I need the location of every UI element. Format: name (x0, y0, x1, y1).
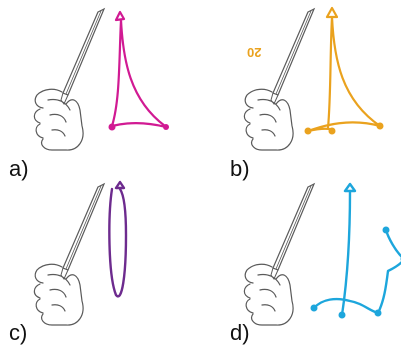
control-point (328, 127, 336, 135)
control-point (374, 309, 382, 317)
control-point (376, 122, 384, 130)
stroke-b (306, 6, 382, 133)
control-point (338, 311, 346, 319)
panel-label-a: a) (9, 156, 29, 181)
panel-label-c: c) (9, 320, 28, 345)
stroke-d (312, 182, 401, 317)
control-point (310, 304, 318, 312)
panel-d (243, 182, 401, 326)
control-point (163, 124, 169, 130)
panel-b (243, 6, 384, 151)
panel-label-b: b) (230, 156, 250, 181)
stroke-c (108, 180, 128, 298)
control-point (382, 226, 390, 234)
rotated-annotation: 20 (247, 45, 262, 60)
control-point (108, 123, 116, 131)
panel-c (33, 180, 128, 326)
panel-label-d: d) (230, 320, 250, 345)
panel-a (33, 8, 169, 151)
stroke-a (110, 10, 168, 129)
control-point (304, 127, 312, 135)
